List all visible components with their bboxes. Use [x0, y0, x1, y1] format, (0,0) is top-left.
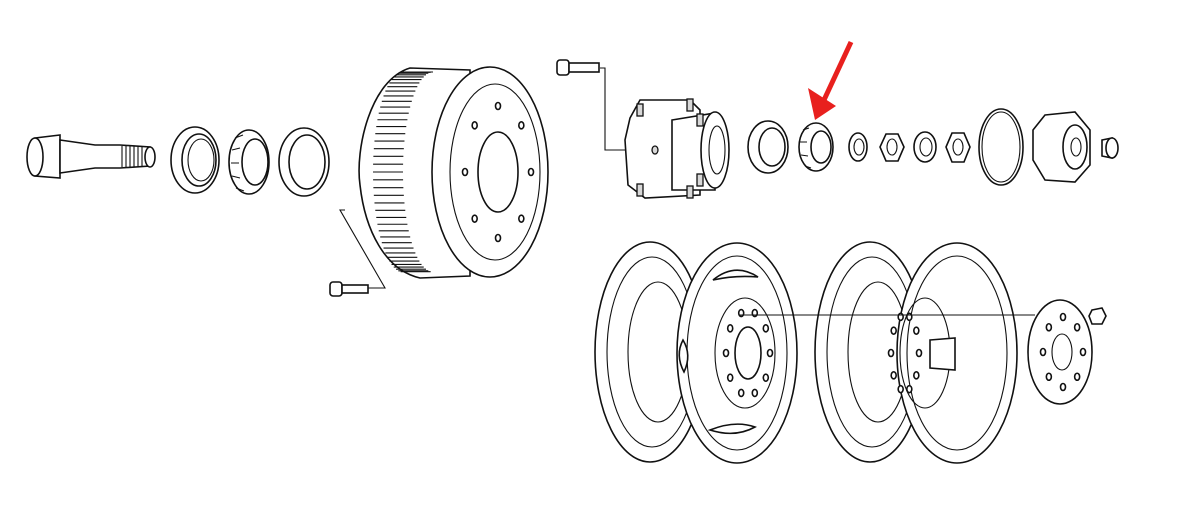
spindle-part [26, 134, 156, 179]
drum-bolt-part [329, 209, 386, 297]
inner-wheel-right-part [814, 241, 926, 463]
hub-stud [696, 113, 704, 127]
wheel-stud-hole [737, 388, 745, 398]
clamp-ring-hole [1059, 382, 1067, 392]
drum-bolt-hole [471, 214, 478, 223]
hub-stud [696, 173, 704, 187]
drum-bolt-hole [527, 167, 535, 177]
wheel-hub-part [624, 98, 730, 199]
wheel-stud-hole [906, 384, 913, 394]
hub-stud [636, 103, 644, 117]
plug-part [1101, 137, 1119, 159]
drum-bolt-hole [518, 121, 525, 130]
wheel-stud-hole [726, 324, 734, 333]
wheel-stud-hole [722, 348, 730, 358]
jam-nut-part [945, 132, 971, 163]
o-ring-part [978, 108, 1024, 186]
lock-washer-part [913, 131, 937, 163]
hub-stud [636, 183, 644, 197]
inner-bearing-race-part [170, 126, 220, 194]
wheel-stud-hole [726, 373, 734, 382]
clamp-ring-hole [1079, 347, 1087, 357]
wheel-stud-hole [897, 312, 904, 322]
nut-part [879, 133, 905, 162]
wheel-stud-hole [890, 326, 897, 335]
wheel-stud-hole [751, 388, 759, 398]
wheel-stud-hole [887, 348, 895, 358]
wheel-stud-hole [766, 348, 774, 358]
washer-part [848, 132, 868, 162]
hub-cap-part [1032, 111, 1091, 183]
wheel-stud-hole [913, 326, 920, 335]
clamp-ring-hole [1039, 347, 1047, 357]
outer-wheel-left-part [676, 242, 798, 464]
wheel-stud-hole [890, 371, 897, 380]
clamp-ring-hole [1045, 322, 1053, 332]
wheel-stud-part [556, 59, 640, 151]
clamp-ring-hole [1045, 372, 1053, 382]
inner-bearing-cone-part [228, 129, 270, 195]
wheel-stud-hole [897, 384, 904, 394]
wheel-stud-hole [762, 324, 770, 333]
hub-stud [686, 185, 694, 199]
outer-bearing-cone-part [798, 122, 834, 172]
wheel-stud-hole [762, 373, 770, 382]
drum-bolt-hole [461, 167, 469, 177]
clamp-ring-hole [1073, 322, 1081, 332]
drum-bolt-hole [494, 233, 502, 243]
wheel-stud-hole [906, 312, 913, 322]
outer-wheel-right-part [896, 242, 1018, 464]
hub-stud [686, 98, 694, 112]
red-pointer-arrow-icon [808, 40, 854, 120]
wheel-nut-part [1088, 307, 1107, 325]
drum-bolt-hole [518, 214, 525, 223]
clamp-ring-hole [1059, 312, 1067, 322]
wheel-stud-hole [913, 371, 920, 380]
clamp-ring-hole [1073, 372, 1081, 382]
outer-bearing-race-part [747, 120, 789, 174]
wheel-stud-hole [915, 348, 923, 358]
drum-bolt-hole [471, 121, 478, 130]
drum-bolt-hole [494, 101, 502, 111]
clamp-ring-part [1027, 299, 1093, 405]
brake-drum-part [358, 66, 549, 279]
seal-part [278, 127, 330, 197]
